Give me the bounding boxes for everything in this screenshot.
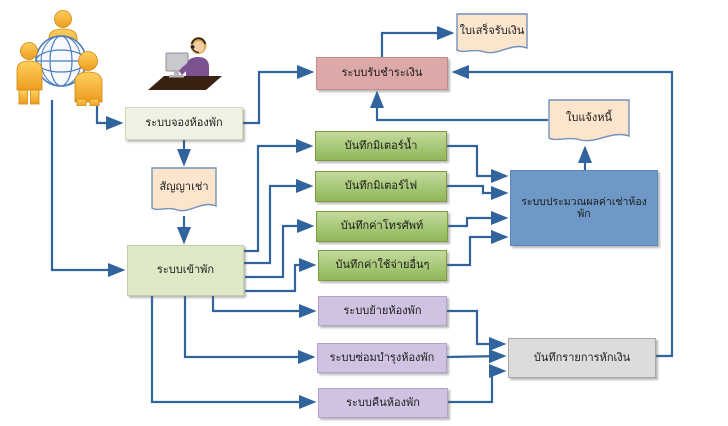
connector-electric-processing xyxy=(447,184,509,201)
doc-rental-contract: สัญญาเช่า xyxy=(151,167,217,215)
node-payment-system: ระบบรับชำระเงิน xyxy=(316,57,448,90)
connector-maintenance-deduction xyxy=(446,349,507,364)
node-other-expenses-label: บันทึกค่าใช้จ่ายอื่นๆ xyxy=(335,259,430,272)
doc-receipt: ใบเสร็จรับเงิน xyxy=(456,13,528,57)
connector-return-deduction xyxy=(448,363,507,404)
node-water-meter-label: บันทึกมิเตอร์น้ำ xyxy=(344,139,418,152)
connector-checkin-maintenance xyxy=(183,296,316,365)
node-telephone-charge-label: บันทึกค่าโทรศัพท์ xyxy=(340,220,424,233)
connector-invoice-payment xyxy=(369,90,548,122)
doc-rental-contract-label: สัญญาเช่า xyxy=(159,180,209,193)
node-water-meter: บันทึกมิเตอร์น้ำ xyxy=(315,131,447,161)
connector-checkin-water xyxy=(244,138,314,253)
node-electric-meter: บันทึกมิเตอร์ไฟ xyxy=(315,171,447,202)
node-electric-meter-label: บันทึกมิเตอร์ไฟ xyxy=(344,180,418,193)
connector-checkin-telephone xyxy=(245,218,315,279)
node-checkin-label: ระบบเข้าพัก xyxy=(156,264,215,277)
node-checkin-system: ระบบเข้าพัก xyxy=(127,245,244,296)
node-move-room-label: ระบบย้ายห้องพัก xyxy=(343,304,422,317)
connector-booking-payment xyxy=(243,64,315,125)
node-maintenance-label: ระบบซ่อมบำรุงห้องพัก xyxy=(329,351,435,364)
node-deduction-record: บันทึกรายการหักเงิน xyxy=(508,338,656,378)
node-rent-processing-label: ระบบประมวณผลค่าเช่าห้องพัก xyxy=(521,195,647,220)
node-rent-processing-system: ระบบประมวณผลค่าเช่าห้องพัก xyxy=(510,170,658,246)
connector-move-deduction xyxy=(447,309,507,352)
node-telephone-charge: บันทึกค่าโทรศัพท์ xyxy=(316,211,448,242)
connector-checkin-electric xyxy=(244,178,314,265)
connector-water-processing xyxy=(447,144,509,184)
connector-other-processing xyxy=(447,229,509,267)
connector-checkin-return xyxy=(150,296,317,410)
node-payment-label: ระบบรับชำระเงิน xyxy=(341,67,423,80)
node-booking-label: ระบบจองห้องพัก xyxy=(145,117,223,130)
receptionist-computer-icon xyxy=(146,34,224,94)
node-deduction-label: บันทึกรายการหักเงิน xyxy=(533,351,631,364)
node-return-room-label: ระบบคืนห้องพัก xyxy=(346,396,420,409)
connector-telephone-processing xyxy=(448,210,509,228)
node-move-room-system: ระบบย้ายห้องพัก xyxy=(318,296,447,326)
doc-invoice: ใบแจ้งหนี้ xyxy=(548,99,630,145)
node-booking-system: ระบบจองห้องพัก xyxy=(125,107,243,140)
customers-globe-icon xyxy=(16,6,108,107)
node-return-room-system: ระบบคืนห้องพัก xyxy=(318,388,448,418)
connector-checkin-other xyxy=(245,257,317,293)
doc-invoice-label: ใบแจ้งหนี้ xyxy=(565,111,613,124)
node-maintenance-system: ระบบซ่อมบำรุงห้องพัก xyxy=(317,343,447,373)
doc-receipt-label: ใบเสร็จรับเงิน xyxy=(459,25,525,38)
connector-payment-receipt xyxy=(380,25,455,57)
node-other-expenses: บันทึกค่าใช้จ่ายอื่นๆ xyxy=(318,250,447,281)
connector-deduction-payment xyxy=(451,64,674,358)
connector-checkin-move xyxy=(211,296,317,319)
connector-customers-checkin xyxy=(50,100,126,278)
